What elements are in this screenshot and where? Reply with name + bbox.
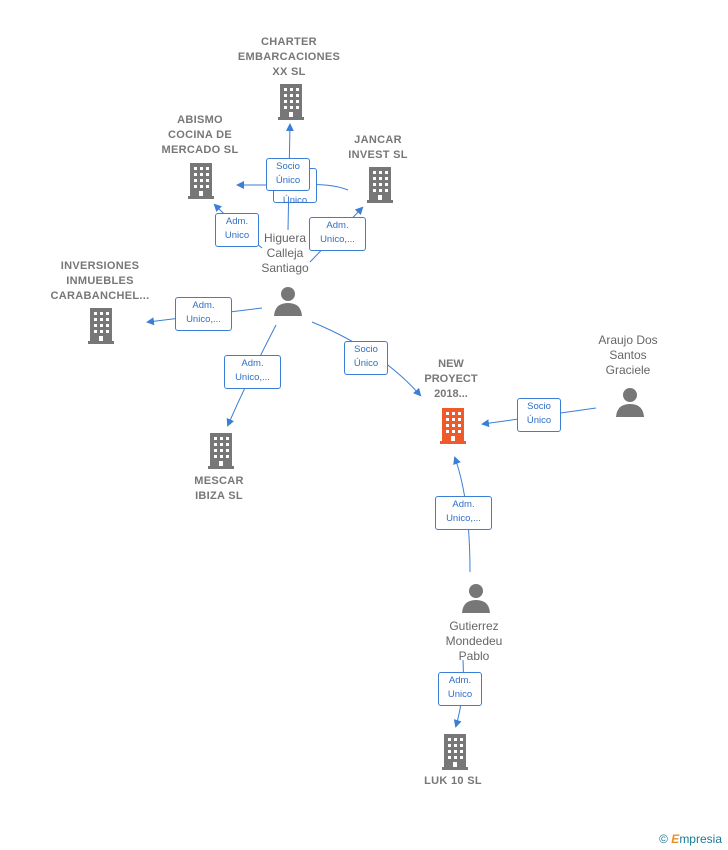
- edge-label-inversiones-adm: Adm. Unico,...: [175, 297, 232, 331]
- building-icon-mescar: [208, 433, 234, 469]
- node-label-new-proyect[interactable]: NEW PROYECT 2018...: [424, 358, 478, 400]
- node-label-jancar[interactable]: JANCAR INVEST SL: [348, 134, 408, 161]
- person-icon-higuera: [274, 287, 302, 316]
- node-label-luk[interactable]: LUK 10 SL: [424, 775, 482, 787]
- edge-label-charter-socio: Socio Único: [266, 158, 310, 191]
- node-label-mescar[interactable]: MESCAR IBIZA SL: [194, 475, 244, 502]
- copyright-symbol: ©: [659, 832, 668, 846]
- node-label-charter[interactable]: CHARTER EMBARCACIONES XX SL: [237, 36, 341, 78]
- building-icon-inversiones: [88, 308, 114, 344]
- person-icon-gutierrez: [462, 584, 490, 613]
- edge-label-mescar-adm: Adm. Unico,...: [224, 355, 281, 389]
- node-label-abismo[interactable]: ABISMO COCINA DE MERCADO SL: [161, 114, 239, 156]
- building-icon-abismo: [188, 163, 214, 199]
- node-label-gutierrez[interactable]: Gutierrez Mondedeu Pablo: [445, 619, 503, 663]
- edge-label-gutierrez-adm: Adm. Unico,...: [435, 496, 492, 530]
- edge-label-jancar-adm: Adm. Unico,...: [309, 217, 366, 251]
- building-icon-jancar: [367, 167, 393, 203]
- node-label-higuera[interactable]: Higuera Calleja Santiago: [261, 231, 309, 275]
- building-icon-luk: [442, 734, 468, 770]
- edge-label-araujo-socio: Socio Único: [517, 398, 561, 432]
- building-icon-new-proyect: [440, 408, 466, 444]
- edge-label-luk-adm: Adm. Unico: [438, 672, 482, 706]
- edge-label-abismo-adm: Adm. Unico: [215, 213, 259, 247]
- edge-label-newproyect-socio: Socio Único: [344, 341, 388, 375]
- person-icon-araujo: [616, 388, 644, 417]
- brand-name: mpresia: [679, 832, 722, 846]
- brand-initial: E: [671, 832, 680, 846]
- brand-logo: © Empresia: [659, 832, 722, 846]
- building-icon-charter: [278, 84, 304, 120]
- node-label-inversiones[interactable]: INVERSIONES INMUEBLES CARABANCHEL...: [50, 260, 150, 302]
- node-label-araujo[interactable]: Araujo Dos Santos Graciele: [598, 333, 658, 377]
